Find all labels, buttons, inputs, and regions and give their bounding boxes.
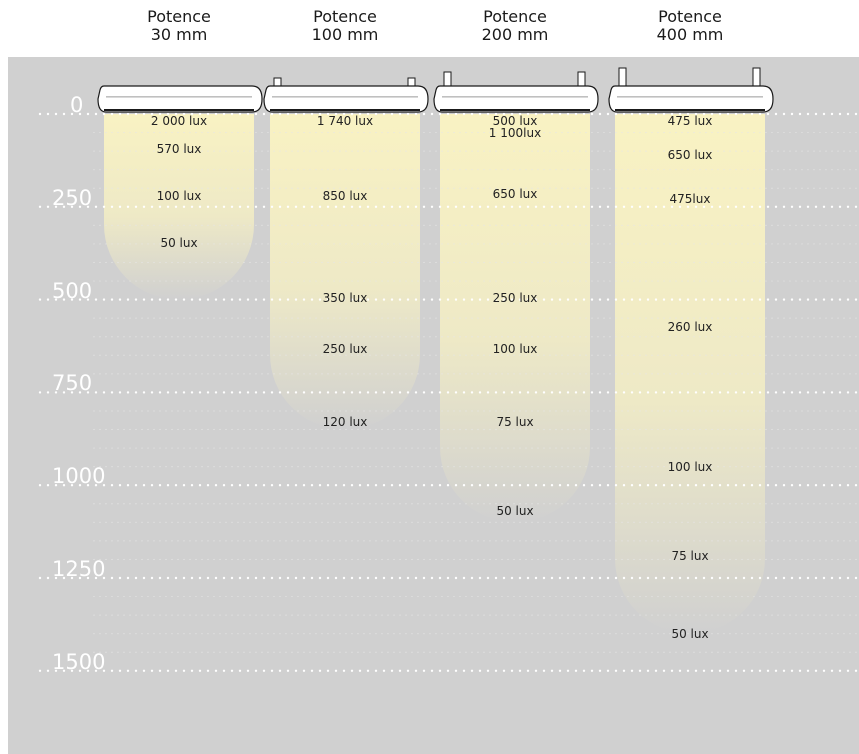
diagram-panel: 0 250 500 750 1000 1250 1500 2 000 lux 570 lux 10… — [8, 57, 859, 754]
light-beam — [270, 114, 420, 430]
column-header-title: Potence — [147, 7, 211, 26]
scale-tick-label: 500 — [52, 278, 93, 303]
lux-value-label: 650 lux — [667, 147, 713, 162]
light-beam — [440, 114, 590, 523]
lux-value-label: 350 lux — [322, 290, 368, 305]
column-header-100mm: Potence 100 mm — [270, 8, 420, 44]
lux-value-label: 1 100lux — [488, 125, 542, 140]
lux-value-label: 260 lux — [667, 320, 713, 335]
column-header-size: 200 mm — [481, 25, 549, 44]
lamp-body — [433, 85, 599, 113]
scale-tick-label: 1500 — [52, 649, 106, 674]
lux-value-label: 850 lux — [322, 189, 368, 204]
light-beam — [104, 114, 254, 300]
lux-value-label: 2 000 lux — [150, 114, 208, 129]
lux-value-label: 50 lux — [496, 504, 534, 519]
scale-tick-label: 1000 — [52, 464, 106, 489]
lamp-body — [97, 85, 263, 113]
lux-value-label: 650 lux — [492, 186, 538, 201]
lux-value-label: 1 740 lux — [316, 114, 374, 129]
lux-value-label: 50 lux — [671, 626, 709, 641]
lux-value-label: 120 lux — [322, 415, 368, 430]
scale-tick-label: 1250 — [52, 557, 106, 581]
column-header-size: 400 mm — [656, 25, 724, 44]
lamp-body — [263, 85, 429, 113]
scale-tick-label: 250 — [52, 185, 93, 210]
column-header-size: 100 mm — [311, 25, 379, 44]
lux-value-label: 475 lux — [667, 114, 713, 129]
lux-value-label: 100 lux — [667, 459, 713, 474]
column-header-title: Potence — [658, 7, 722, 26]
column-header-30mm: Potence 30 mm — [104, 8, 254, 44]
column-header-title: Potence — [313, 7, 377, 26]
lux-value-label: 75 lux — [496, 415, 534, 430]
column-header-400mm: Potence 400 mm — [615, 8, 765, 44]
lux-value-label: 500 lux — [492, 114, 538, 129]
column-header-title: Potence — [483, 7, 547, 26]
column-header-200mm: Potence 200 mm — [440, 8, 590, 44]
lux-value-label: 50 lux — [160, 236, 198, 251]
scale-tick-label: 750 — [52, 371, 93, 396]
lux-value-label: 475lux — [669, 192, 711, 207]
column-header-size: 30 mm — [150, 25, 208, 44]
lux-value-label: 75 lux — [671, 548, 709, 563]
scale-tick-label: 0 — [70, 93, 84, 117]
lux-value-label: 100 lux — [156, 189, 202, 204]
lux-value-label: 570 lux — [156, 142, 202, 157]
lamp-body — [608, 85, 774, 113]
lux-value-label: 250 lux — [322, 341, 368, 356]
lux-value-label: 100 lux — [492, 341, 538, 356]
diagram-scene — [38, 67, 859, 672]
lux-value-label: 250 lux — [492, 290, 538, 305]
